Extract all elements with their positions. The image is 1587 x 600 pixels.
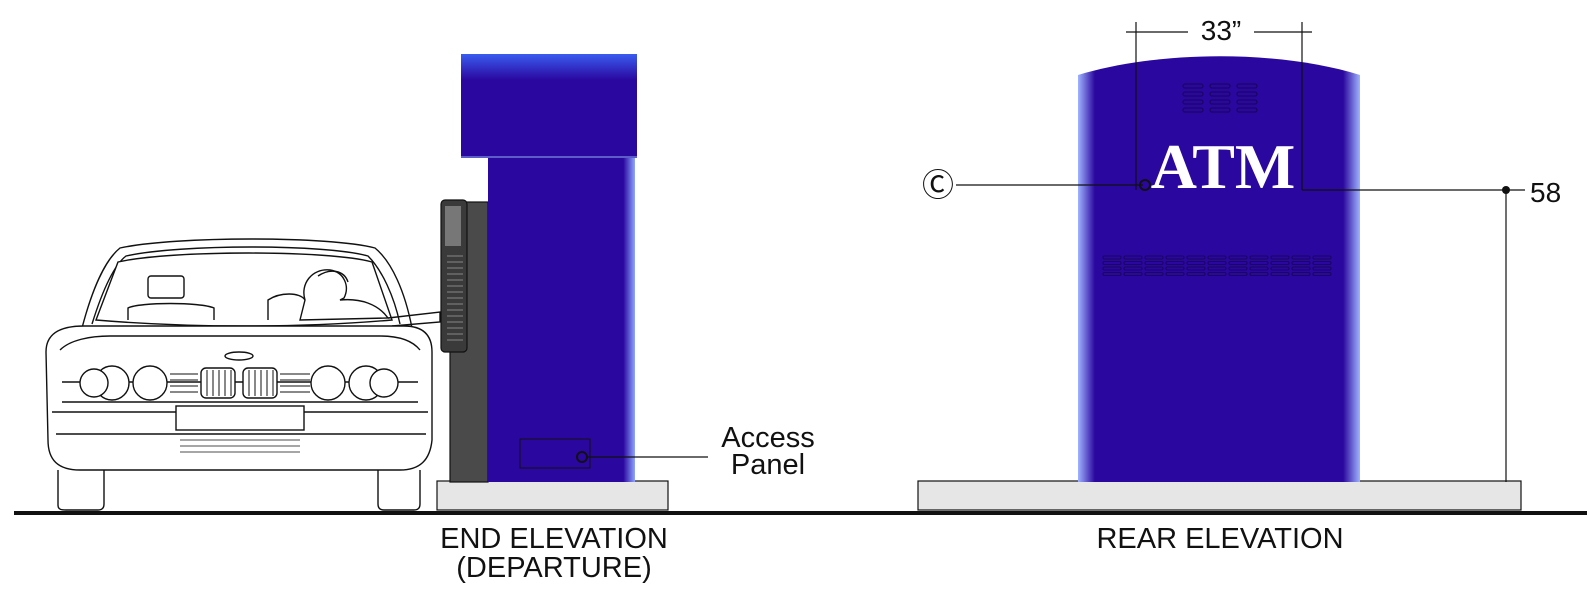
vent-slot	[1123, 271, 1143, 277]
vent-slot	[1186, 260, 1206, 266]
vent-slot	[1228, 271, 1248, 277]
mid-vents	[1102, 255, 1332, 277]
end-topper	[461, 54, 637, 158]
rear-cabinet	[1078, 56, 1360, 482]
vent-slot	[1207, 271, 1227, 277]
vent-slot	[1102, 271, 1122, 277]
rear-slab	[917, 480, 1522, 511]
vent-slot	[1165, 260, 1185, 266]
vent-slot	[1102, 255, 1122, 260]
vent-slot	[1144, 255, 1164, 260]
vent-slot	[1165, 255, 1185, 260]
width-dimension-label: 33”	[1201, 15, 1241, 46]
vent-slot	[1249, 266, 1269, 271]
vent-slot	[1291, 271, 1311, 277]
vent-slot	[1270, 266, 1290, 271]
vent-slot	[1228, 255, 1248, 260]
vent-slot	[1228, 260, 1248, 266]
vent-slot	[1312, 266, 1332, 271]
vent-slot	[1249, 271, 1269, 277]
vent-slot	[1123, 260, 1143, 266]
end-elevation-atm	[436, 54, 708, 511]
vent-slot	[1144, 266, 1164, 271]
rear-elevation-atm: ATM 33” Ⓒ 58	[917, 15, 1561, 511]
callout-c-symbol: Ⓒ	[922, 167, 954, 203]
vent-slot	[1207, 266, 1227, 271]
access-panel-label-line2: Panel	[730, 449, 806, 481]
vent-slot	[1291, 266, 1311, 271]
end-elevation-caption: END ELEVATION (DEPARTURE)	[404, 525, 704, 583]
vent-slot	[1165, 271, 1185, 277]
driver-silhouette-icon	[299, 269, 390, 321]
vent-slot	[1144, 271, 1164, 277]
access-panel-label: Access Panel	[712, 422, 824, 481]
top-vents	[1182, 83, 1258, 113]
vent-slot	[1291, 260, 1311, 266]
vent-slot	[1123, 255, 1143, 260]
vent-slot	[1144, 260, 1164, 266]
vent-slot	[1270, 260, 1290, 266]
vent-slot	[1270, 255, 1290, 260]
vent-slot	[1123, 266, 1143, 271]
vent-slot	[1186, 266, 1206, 271]
vent-slot	[1270, 271, 1290, 277]
vent-slot	[1249, 260, 1269, 266]
vent-slot	[1291, 255, 1311, 260]
vent-slot	[1249, 255, 1269, 260]
end-elevation-caption-line1: END ELEVATION	[440, 523, 668, 555]
end-slab	[436, 480, 669, 511]
vent-slot	[1207, 255, 1227, 260]
vent-slot	[1102, 260, 1122, 266]
access-panel-label-line1: Access	[721, 422, 815, 454]
height-dimension-label: 58	[1530, 177, 1561, 208]
end-elevation-caption-line2: (DEPARTURE)	[456, 552, 652, 584]
end-column	[488, 156, 635, 482]
vent-slot	[1312, 271, 1332, 277]
vent-slot	[1165, 266, 1185, 271]
access-panel	[519, 438, 591, 469]
vent-slot	[1312, 255, 1332, 260]
vent-slot	[1186, 255, 1206, 260]
atm-sign-text: ATM	[1151, 131, 1296, 202]
vent-slot	[1102, 266, 1122, 271]
car-icon	[45, 238, 441, 511]
vent-slot	[1207, 260, 1227, 266]
rear-elevation-caption: REAR ELEVATION	[1096, 523, 1344, 555]
vent-slot	[1312, 260, 1332, 266]
vent-slot	[1228, 266, 1248, 271]
vent-slot	[1186, 271, 1206, 277]
